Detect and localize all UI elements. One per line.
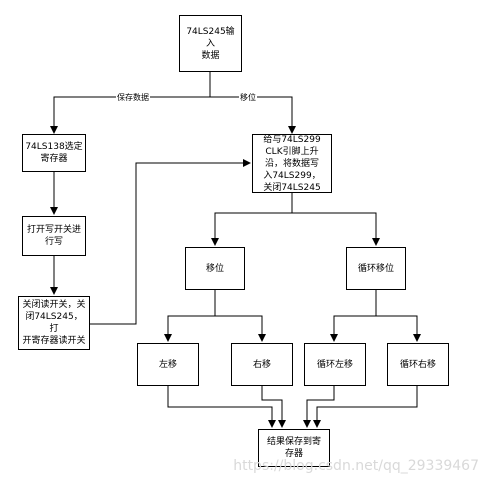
- node-cycle-left: 循环左移: [304, 343, 366, 386]
- node-save-result-text: 结果保存到寄 存器: [266, 437, 321, 459]
- node-shift-text: 移位: [205, 263, 224, 274]
- edge-cycleright-result: [313, 386, 418, 428]
- edge-to-left: [164, 315, 215, 342]
- node-input: 74LS245输入 数据: [179, 15, 242, 72]
- node-left-shift-text: 左移: [158, 359, 177, 370]
- edge-close-to-shift: [90, 159, 251, 325]
- node-close-read-text: 关闭读开关，关 闭74LS245，打 开寄存器读开关: [22, 300, 86, 346]
- node-select-register-text: 74LS138选定 寄存器: [25, 142, 83, 164]
- node-cycle-shift-text: 循环移位: [357, 263, 394, 274]
- node-select-register: 74LS138选定 寄存器: [22, 134, 86, 172]
- node-shift-main: 给与74LS299 CLK引脚上升 沿，将数据写 入74LS299， 关闭74L…: [252, 134, 332, 193]
- edge-to-cycle: [292, 212, 380, 246]
- edge-to-shift: [211, 212, 292, 246]
- node-shift: 移位: [185, 247, 245, 290]
- edge-to-cycle-left: [330, 315, 376, 342]
- node-shift-main-text: 给与74LS299 CLK引脚上升 沿，将数据写 入74LS299， 关闭74L…: [263, 134, 321, 193]
- edge-right-result: [261, 386, 286, 428]
- edge-cycleleft-result: [303, 386, 335, 428]
- node-open-write-text: 打开写开关进 行写: [26, 225, 81, 247]
- edge-move: [210, 96, 296, 134]
- node-cycle-shift: 循环移位: [346, 247, 406, 290]
- node-close-read: 关闭读开关，关 闭74LS245，打 开寄存器读开关: [18, 296, 90, 350]
- node-cycle-right: 循环右移: [387, 343, 449, 386]
- node-right-shift: 右移: [231, 343, 293, 386]
- node-right-shift-text: 右移: [252, 359, 271, 370]
- watermark-text: https://blog.csdn.net/qq_29339467: [233, 458, 479, 474]
- node-cycle-left-text: 循环左移: [316, 359, 353, 370]
- node-save-result: 结果保存到寄 存器: [258, 429, 330, 467]
- node-input-text: 74LS245输入 数据: [186, 26, 235, 61]
- node-left-shift: 左移: [137, 343, 199, 386]
- edge-save-data: [50, 96, 210, 134]
- node-cycle-right-text: 循环右移: [399, 359, 436, 370]
- node-open-write: 打开写开关进 行写: [22, 216, 86, 256]
- edge-label-save-data: 保存数据: [116, 92, 150, 103]
- edge-to-cycle-right: [376, 315, 421, 342]
- edge-to-right: [215, 315, 266, 342]
- edge-label-move: 移位: [239, 92, 257, 103]
- edge-left-result: [167, 386, 276, 428]
